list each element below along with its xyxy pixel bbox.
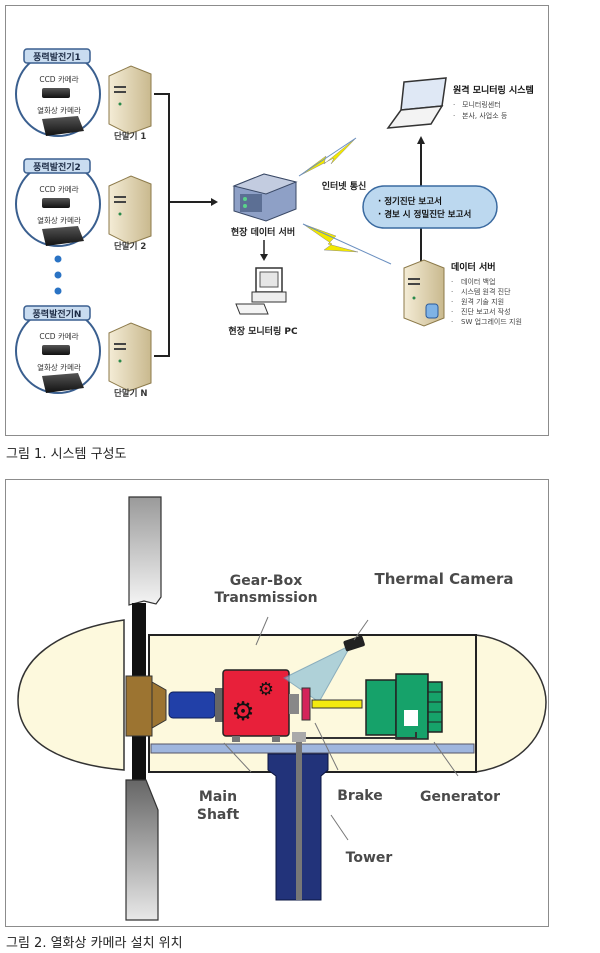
bullet: · (451, 278, 453, 286)
figure-2-frame: ⚙ ⚙ Gear-Box Transmission Thermal Camera… (5, 479, 549, 927)
arrowhead (211, 198, 218, 206)
data-server-item: 진단 보고서 작성 (461, 307, 511, 316)
turbine-label: 풍력발전기2 (33, 161, 81, 173)
internet-label: 인터넷 통신 (322, 180, 367, 192)
bullet: · (453, 112, 455, 120)
terminal-label: 단말기 1 (114, 131, 146, 142)
turbine-group-1: 풍력발전기1 CCD 카메라 열화상 카메라 단말기 1 (15, 48, 152, 142)
terminal-pc-icon (108, 175, 152, 245)
turbine-label: 풍력발전기1 (33, 51, 81, 63)
nacelle-diagram: ⚙ ⚙ Gear-Box Transmission Thermal Camera… (17, 496, 547, 921)
figure-1-caption: 그림 1. 시스템 구성도 (6, 447, 127, 462)
gearbox-foot (232, 736, 240, 742)
data-server-icon (403, 259, 445, 327)
output-shaft (311, 699, 363, 709)
arrowhead (260, 254, 268, 261)
tower-cap (292, 732, 306, 742)
bullet: · (451, 318, 453, 326)
ellipsis-dot (54, 255, 62, 263)
ccd-camera-icon (42, 198, 70, 208)
gearbox-foot (272, 736, 280, 742)
thermal-label: 열화상 카메라 (37, 362, 81, 372)
thermal-camera-label: Thermal Camera (374, 570, 513, 588)
ccd-camera-icon (42, 345, 70, 355)
report-item: · 정기진단 보고서 (378, 196, 442, 207)
base-plate (150, 743, 475, 754)
coupling (289, 694, 299, 714)
cable (306, 732, 417, 739)
arrowhead (417, 136, 425, 144)
site-server-icon (232, 173, 298, 222)
main-shaft (168, 691, 216, 719)
thermal-camera-icon (42, 226, 84, 246)
terminal-label: 단말기 N (114, 388, 148, 399)
site-monitoring-pc-icon (235, 267, 287, 315)
terminal-pc-icon (108, 322, 152, 392)
ellipsis-dot (54, 287, 62, 295)
turbine-label: 풍력발전기N (33, 308, 82, 320)
nacelle-cap (475, 634, 547, 773)
data-server-items: · 데이터 백업 · 시스템 원격 진단 · 원격 기술 지원 · 진단 보고서… (451, 277, 522, 326)
shaft-label: Shaft (197, 807, 240, 823)
thermal-camera-icon (42, 373, 84, 393)
generator (365, 673, 443, 740)
gear-icon: ⚙ (231, 697, 254, 727)
gear-icon: ⚙ (258, 679, 274, 700)
bullet: · (453, 101, 455, 109)
data-server-item: 시스템 원격 진단 (461, 287, 511, 296)
nose-cone (17, 619, 125, 771)
bullet: · (451, 288, 453, 296)
remote-system-item: 모니터링센터 (462, 100, 501, 109)
lightning-icon (298, 137, 357, 177)
thermal-camera-icon (343, 635, 365, 652)
site-pc-label: 현장 모니터링 PC (228, 325, 298, 337)
ccd-label: CCD 카메라 (39, 75, 78, 84)
thermal-label: 열화상 카메라 (37, 105, 81, 115)
ccd-label: CCD 카메라 (39, 332, 78, 341)
bullet: · (451, 308, 453, 316)
report-bubble (362, 185, 498, 229)
tower-label: Tower (346, 850, 393, 866)
hub-cone (151, 681, 167, 729)
ellipsis-dot (54, 271, 62, 279)
lower-blade (125, 779, 159, 921)
leader-lines (223, 616, 459, 841)
terminal-pc-icon (108, 65, 152, 135)
upper-blade (128, 496, 162, 606)
figure-1-frame: 풍력발전기1 CCD 카메라 열화상 카메라 단말기 1 풍력발전기2 CCD … (5, 5, 549, 436)
site-server-label: 현장 데이터 서버 (231, 226, 295, 238)
bullet: · (451, 298, 453, 306)
data-server-item: SW 업그레이드 지원 (461, 317, 522, 326)
turbine-tag (23, 158, 91, 174)
lightning-icon (302, 223, 392, 265)
generator-label: Generator (420, 789, 500, 805)
ccd-camera-icon (42, 88, 70, 98)
gearbox-label: Gear-Box (230, 573, 302, 589)
data-server-item: 원격 기술 지원 (461, 297, 504, 306)
connection-bracket (154, 93, 170, 357)
turbine-group-n: 풍력발전기N CCD 카메라 열화상 카메라 단말기 N (15, 305, 152, 399)
remote-system-item: 본사, 사업소 등 (462, 111, 508, 120)
thermal-label: 열화상 카메라 (37, 215, 81, 225)
ccd-label: CCD 카메라 (39, 185, 78, 194)
hub (125, 675, 153, 737)
data-server-item: 데이터 백업 (461, 277, 495, 286)
transmission-label: Transmission (214, 590, 317, 606)
remote-laptop-icon (386, 77, 447, 129)
system-diagram: 풍력발전기1 CCD 카메라 열화상 카메라 단말기 1 풍력발전기2 CCD … (15, 48, 534, 399)
coupling (215, 688, 223, 722)
tower-pole (296, 734, 302, 900)
figure-2-caption: 그림 2. 열화상 카메라 설치 위치 (6, 936, 183, 951)
turbine-tag (23, 48, 91, 64)
thermal-camera-icon (42, 116, 84, 136)
main-label: Main (199, 789, 237, 805)
turbine-group-2: 풍력발전기2 CCD 카메라 열화상 카메라 단말기 2 (15, 158, 152, 252)
terminal-label: 단말기 2 (114, 241, 146, 252)
turbine-tag (23, 305, 91, 321)
report-item: · 경보 시 정밀진단 보고서 (378, 209, 471, 220)
data-server-title: 데이터 서버 (451, 261, 496, 273)
remote-system-title: 원격 모니터링 시스템 (453, 84, 534, 96)
brake-label: Brake (337, 788, 382, 804)
brake-disc (301, 687, 311, 721)
